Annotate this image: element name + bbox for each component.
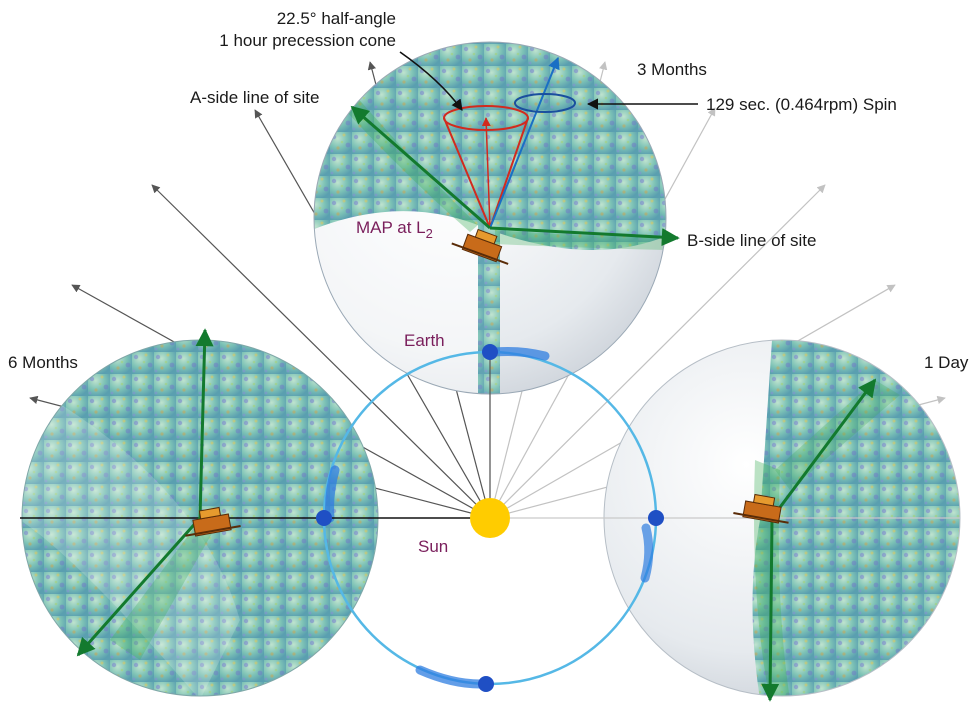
right-sphere-line-up xyxy=(770,378,877,519)
half-angle-label-line1: 22.5° half-angle xyxy=(277,9,396,28)
b-side-label: B-side line of site xyxy=(687,231,816,250)
spin-axis xyxy=(489,56,560,229)
one-day-label: 1 Day xyxy=(924,353,969,372)
spacecraft-6-months-icon xyxy=(185,506,241,537)
half-angle-pointer xyxy=(399,51,463,111)
three-months-label: 3 Months xyxy=(637,60,707,79)
earth-position-6-months xyxy=(316,510,332,526)
a-side-line-of-site xyxy=(350,105,491,230)
b-side-line-of-site xyxy=(489,226,680,247)
spin-ellipse xyxy=(514,93,576,113)
sun-icon xyxy=(470,498,510,538)
earth-position-1-day xyxy=(648,510,664,526)
sun-label: Sun xyxy=(418,537,448,556)
spacecraft-1-day-icon xyxy=(733,493,789,524)
earth-icon xyxy=(482,344,498,360)
sight-ray-2 xyxy=(151,184,491,519)
half-angle-label-line2: 1 hour precession cone xyxy=(219,31,396,50)
sight-ray-8 xyxy=(489,184,826,519)
earth-label: Earth xyxy=(404,331,445,350)
six-months-label: 6 Months xyxy=(8,353,78,372)
left-sphere-line-up xyxy=(195,328,214,519)
map-spacecraft-icon xyxy=(451,228,509,265)
right-sphere-line-down xyxy=(761,517,780,702)
left-sphere-line-down xyxy=(76,517,202,657)
spin-label: 129 sec. (0.464rpm) Spin xyxy=(706,95,897,114)
a-side-label: A-side line of site xyxy=(190,88,319,107)
earth-position-bottom xyxy=(478,676,494,692)
map-at-l2-label: MAP at L2 xyxy=(356,218,433,241)
